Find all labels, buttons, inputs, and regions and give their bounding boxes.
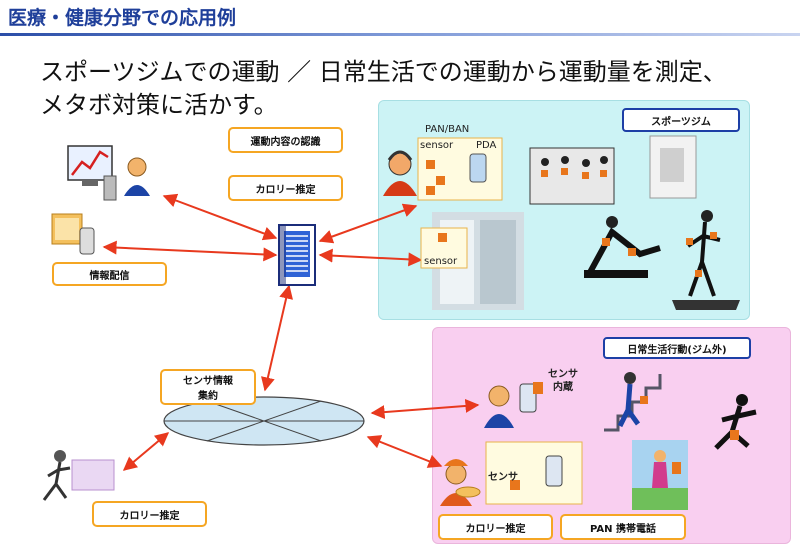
connection-arrows: [102, 193, 480, 471]
business-runner-icon: [714, 394, 757, 450]
arrow-server-aggregation: [261, 284, 293, 392]
gym-class-photo: [529, 147, 615, 205]
daily-title-label: 日常生活行動(ジム外): [603, 337, 751, 359]
gym-person-icon: [383, 150, 417, 196]
pda-label: PDA: [476, 140, 497, 151]
calorie-estimation-bottom-right-label: カロリー推定: [438, 514, 553, 540]
arrow-gym-person-server: [318, 203, 418, 244]
rowing-figure-icon: [584, 216, 661, 278]
slide-title: 医療・健康分野での応用例: [8, 7, 237, 29]
builtin-sensor-label: センサ 内蔵: [548, 368, 578, 394]
delivery-person-icon: [440, 459, 481, 506]
treadmill-figure-icon: [672, 210, 740, 310]
daily-sensor-label: センサ: [488, 472, 518, 483]
arrow-runner-aggregation: [122, 432, 170, 471]
tablet-icon: [51, 213, 95, 255]
room-sensor-label: sensor: [424, 256, 458, 267]
aggregation-hub-ellipse: [163, 396, 365, 446]
pan-sensor-label: sensor: [420, 140, 454, 151]
builtin-sensor-line-2: 内蔵: [553, 382, 573, 393]
daily-sensor-area: [485, 441, 583, 505]
pan-ban-label: PAN/BAN: [425, 124, 470, 135]
arrow-monitor-server: [162, 193, 278, 241]
heading-line-1: スポーツジムでの運動 ／ 日常生活での運動から運動量を測定、: [40, 58, 727, 86]
sensor-aggregation-line-2: 集約: [198, 391, 218, 402]
heading-line-2: メタボ対策に活かす。: [40, 91, 278, 119]
title-underline: [0, 33, 800, 36]
runner-icon: [42, 450, 115, 501]
pan-ban-area: [417, 137, 503, 201]
info-delivery-label: 情報配信: [52, 262, 167, 286]
arrow-delivery-aggregation: [366, 435, 443, 468]
gym-machine-photo: [649, 135, 697, 199]
arrow-tablet-server: [102, 240, 278, 262]
server-icon: [278, 224, 316, 286]
exercise-recognition-label: 運動内容の認識: [228, 127, 343, 153]
arrow-gym-sensor-server: [318, 248, 423, 267]
room-sensor-icon: [438, 233, 447, 242]
sensor-aggregation-line-1: センサ情報: [183, 376, 233, 387]
monitor-user-icon: [67, 145, 150, 201]
stairs-figure-icon: [604, 372, 662, 432]
sensor-aggregation-label: センサ情報 集約: [160, 369, 256, 405]
builtin-sensor-line-1: センサ: [548, 369, 578, 380]
pan-mobile-label: PAN 携帯電話: [560, 514, 686, 540]
mobile-user-icon: [484, 382, 543, 428]
calorie-estimation-top-label: カロリー推定: [228, 175, 343, 201]
arrow-mobile-user-aggregation: [370, 398, 480, 420]
calorie-estimation-bottom-left-label: カロリー推定: [92, 501, 207, 527]
jogging-woman-photo: [632, 440, 688, 510]
slide-heading: スポーツジムでの運動 ／ 日常生活での運動から運動量を測定、 メタボ対策に活かす…: [40, 56, 727, 122]
gym-title-label: スポーツジム: [622, 108, 740, 132]
